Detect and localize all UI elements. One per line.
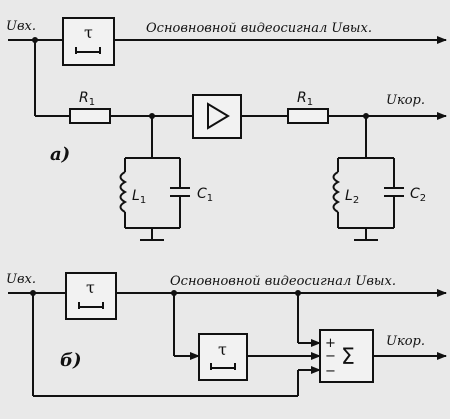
delay-symbol-a: τ — [84, 23, 93, 42]
lc-tank-2: L2 C2 — [332, 116, 426, 241]
delay-symbol-b1: τ — [86, 278, 95, 297]
panel-label-a: а) — [50, 144, 70, 165]
resistor-r1-second — [287, 108, 329, 124]
inductor-l1-icon — [119, 171, 128, 213]
capacitor-c1-label: C1 — [197, 186, 213, 204]
main-output-label-b: Основновной видеосигнал Uвых. — [170, 274, 396, 289]
correction-output-label-b: Uкор. — [386, 334, 425, 349]
inductor-l2-label: L2 — [345, 188, 359, 206]
summer-sign-minus-2: − — [325, 364, 336, 379]
delay-block-b2 — [198, 333, 248, 381]
delay-block-b1 — [65, 272, 117, 320]
inductor-l2-icon — [332, 171, 341, 213]
sigma-icon: Σ — [341, 345, 355, 370]
lc-tank-1: L1 C1 — [119, 116, 213, 241]
main-output-label-a: Основновной видеосигнал Uвых. — [146, 21, 372, 36]
amplifier-triangle-icon — [207, 102, 230, 130]
capacitor-c2-label: C2 — [410, 186, 426, 204]
delay-block-a — [62, 17, 115, 66]
input-label-b: Uвх. — [6, 272, 36, 287]
correction-output-label-a: Uкор. — [386, 93, 425, 108]
panel-label-b: б) — [60, 350, 82, 371]
resistor-r1-second-label: R1 — [297, 90, 313, 108]
summer-sign-minus-1: − — [325, 349, 336, 364]
summer-sign-plus: + — [325, 336, 336, 351]
amplifier-block — [192, 94, 242, 139]
summer-block — [319, 329, 374, 383]
delay-symbol-b2: τ — [218, 340, 227, 359]
panel-b: Uвх. τ Основновной видеосигнал Uвых. τ + — [6, 272, 447, 397]
input-label-a: Uвх. — [6, 19, 36, 34]
resistor-r1-label: R1 — [79, 90, 95, 108]
panel-a: Uвх. τ Основновной видеосигнал Uвых. R1 … — [6, 17, 447, 241]
inductor-l1-label: L1 — [132, 188, 146, 206]
resistor-r1-first — [69, 108, 111, 124]
